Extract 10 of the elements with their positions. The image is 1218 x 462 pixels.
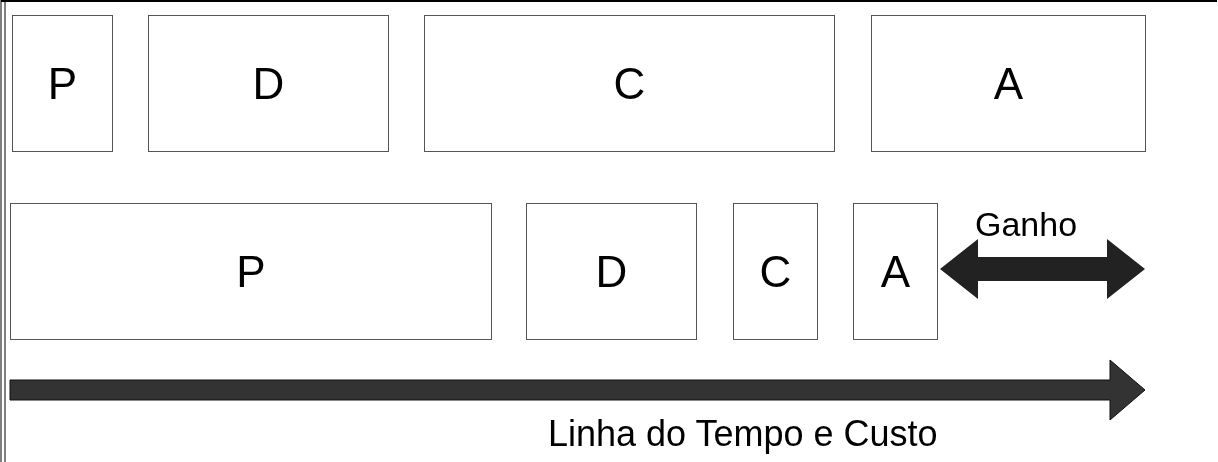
phase-box: P bbox=[10, 203, 492, 340]
phase-box: D bbox=[148, 15, 389, 152]
phase-box: D bbox=[526, 203, 697, 340]
phase-box: A bbox=[871, 15, 1146, 152]
phase-box: C bbox=[733, 203, 818, 340]
phase-box: C bbox=[424, 15, 835, 152]
gain-label: Ganho bbox=[975, 205, 1078, 244]
timeline-label: Linha do Tempo e Custo bbox=[548, 413, 938, 455]
phase-box: P bbox=[12, 15, 113, 152]
phase-box: A bbox=[853, 203, 938, 340]
